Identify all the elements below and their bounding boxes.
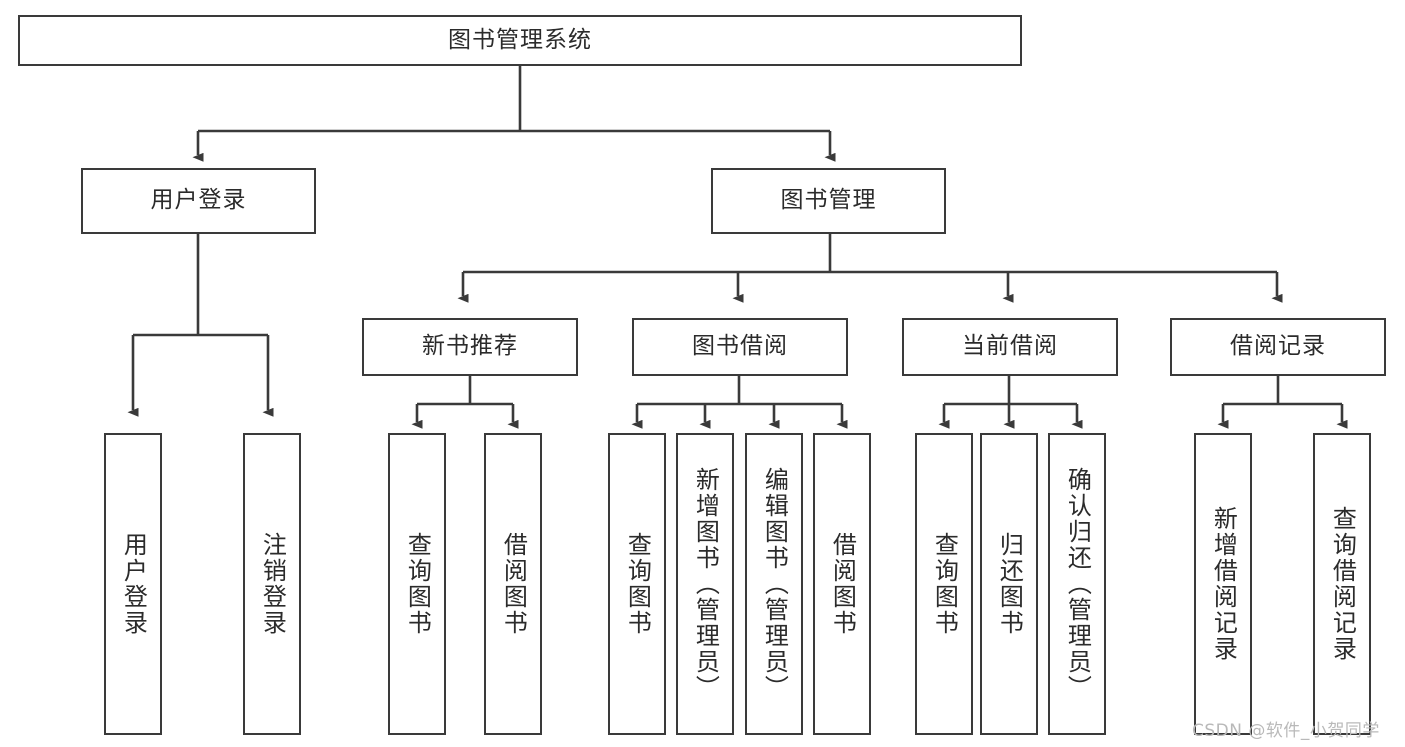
leaf-borrow-book-recommend[interactable]: 借阅图书 [484, 433, 542, 735]
node-user-login[interactable]: 用户登录 [81, 168, 316, 234]
leaf-query-book-current[interactable]: 查询图书 [915, 433, 973, 735]
leaf-label: 查询图书 [623, 532, 652, 636]
leaf-label: 归还图书 [995, 532, 1024, 636]
csdn-watermark: CSDN @软件_小贺同学 [1192, 721, 1380, 741]
leaf-label: 注销登录 [258, 532, 287, 636]
node-new-book-recommend[interactable]: 新书推荐 [362, 318, 578, 376]
leaf-add-book-admin[interactable]: 新增图书（管理员） [676, 433, 734, 735]
leaf-label: 借阅图书 [499, 532, 528, 636]
leaf-confirm-return-admin[interactable]: 确认归还（管理员） [1048, 433, 1106, 735]
leaf-label: 新增借阅记录 [1209, 506, 1238, 662]
leaf-query-book-recommend[interactable]: 查询图书 [388, 433, 446, 735]
node-current-borrow[interactable]: 当前借阅 [902, 318, 1118, 376]
leaf-borrow-book[interactable]: 借阅图书 [813, 433, 871, 735]
node-book-manage[interactable]: 图书管理 [711, 168, 946, 234]
leaf-query-borrow-record[interactable]: 查询借阅记录 [1313, 433, 1371, 735]
leaf-logout-login[interactable]: 注销登录 [243, 433, 301, 735]
leaf-label: 借阅图书 [828, 532, 857, 636]
leaf-label: 确认归还（管理员） [1063, 467, 1092, 701]
node-book-borrow[interactable]: 图书借阅 [632, 318, 848, 376]
leaf-label: 查询图书 [930, 532, 959, 636]
leaf-return-book[interactable]: 归还图书 [980, 433, 1038, 735]
leaf-add-borrow-record[interactable]: 新增借阅记录 [1194, 433, 1252, 735]
node-borrow-record[interactable]: 借阅记录 [1170, 318, 1386, 376]
leaf-label: 查询图书 [403, 532, 432, 636]
leaf-label: 查询借阅记录 [1328, 506, 1357, 662]
node-root-system[interactable]: 图书管理系统 [18, 15, 1022, 66]
leaf-label: 用户登录 [119, 532, 148, 636]
leaf-query-book-borrow[interactable]: 查询图书 [608, 433, 666, 735]
leaf-label: 编辑图书（管理员） [760, 467, 789, 701]
leaf-user-login[interactable]: 用户登录 [104, 433, 162, 735]
leaf-label: 新增图书（管理员） [691, 467, 720, 701]
leaf-edit-book-admin[interactable]: 编辑图书（管理员） [745, 433, 803, 735]
